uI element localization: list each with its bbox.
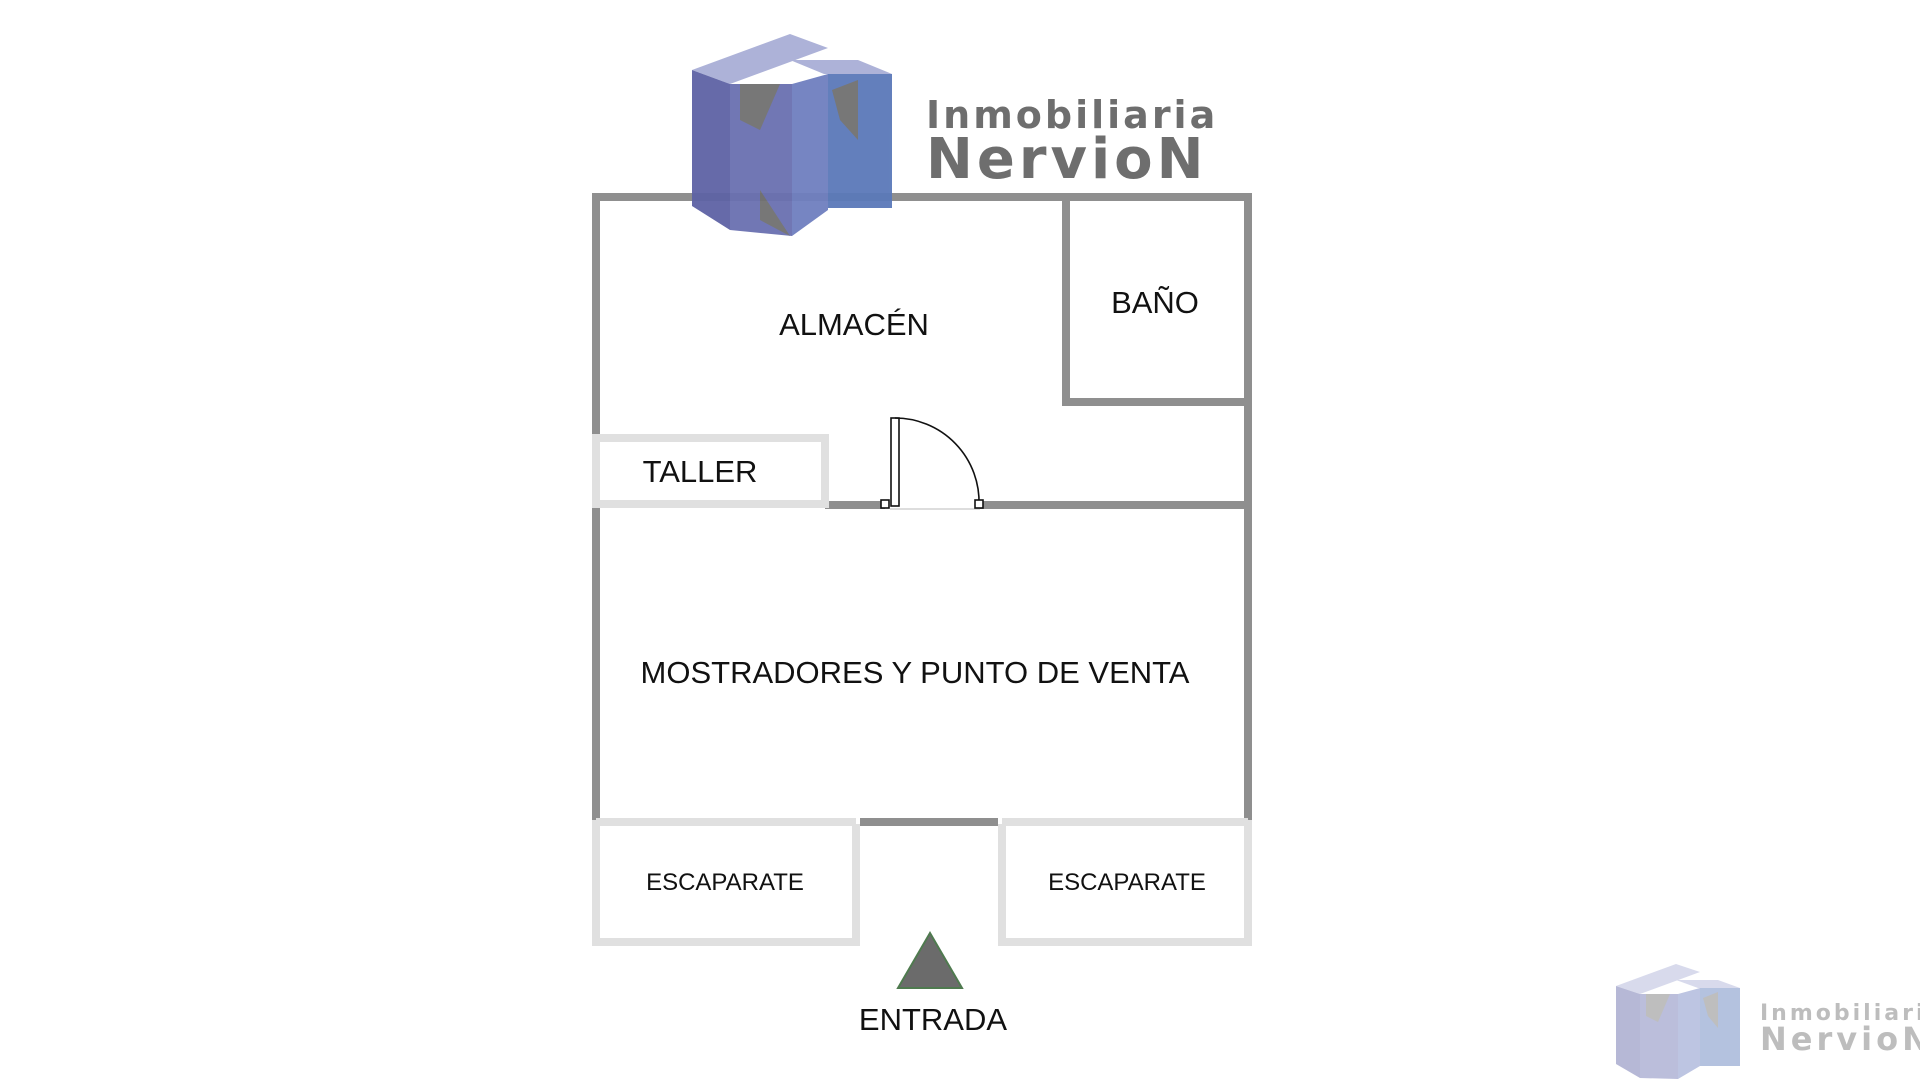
door-hinge-right [974,499,984,509]
taller-box [592,434,829,508]
entrance-arrow-icon [896,931,964,989]
room-label-venta: MOSTRADORES Y PUNTO DE VENTA [641,655,1190,690]
light-walls [592,434,1252,946]
brand-logo: Inmobiliaria NervioN [692,34,1218,236]
bano-walls [1062,197,1252,406]
logo-n-icon [692,34,892,236]
door [880,417,984,510]
watermark-line1: Inmobiliaria [1760,1001,1920,1026]
room-label-escaparate-right: ESCAPARATE [1048,869,1206,896]
room-label-taller: TALLER [643,454,758,489]
room-label-escaparate-left: ESCAPARATE [646,869,804,896]
escaparate-left-box [592,820,860,946]
door-swing-arc [894,417,980,506]
brand-line1: Inmobiliaria [926,93,1218,137]
door-leaf [890,417,900,507]
room-label-bano: BAÑO [1111,285,1199,320]
door-hinge-left [880,499,890,509]
entrance-label: ENTRADA [859,1002,1007,1037]
brand-line2: NervioN [926,127,1208,192]
watermark-line2: NervioN [1760,1020,1920,1058]
watermark-n-icon [1616,964,1740,1079]
room-label-almacen: ALMACÉN [779,307,929,342]
watermark-logo: Inmobiliaria NervioN [1616,964,1920,1079]
escaparate-right-box [998,820,1252,946]
walls [592,193,1252,826]
